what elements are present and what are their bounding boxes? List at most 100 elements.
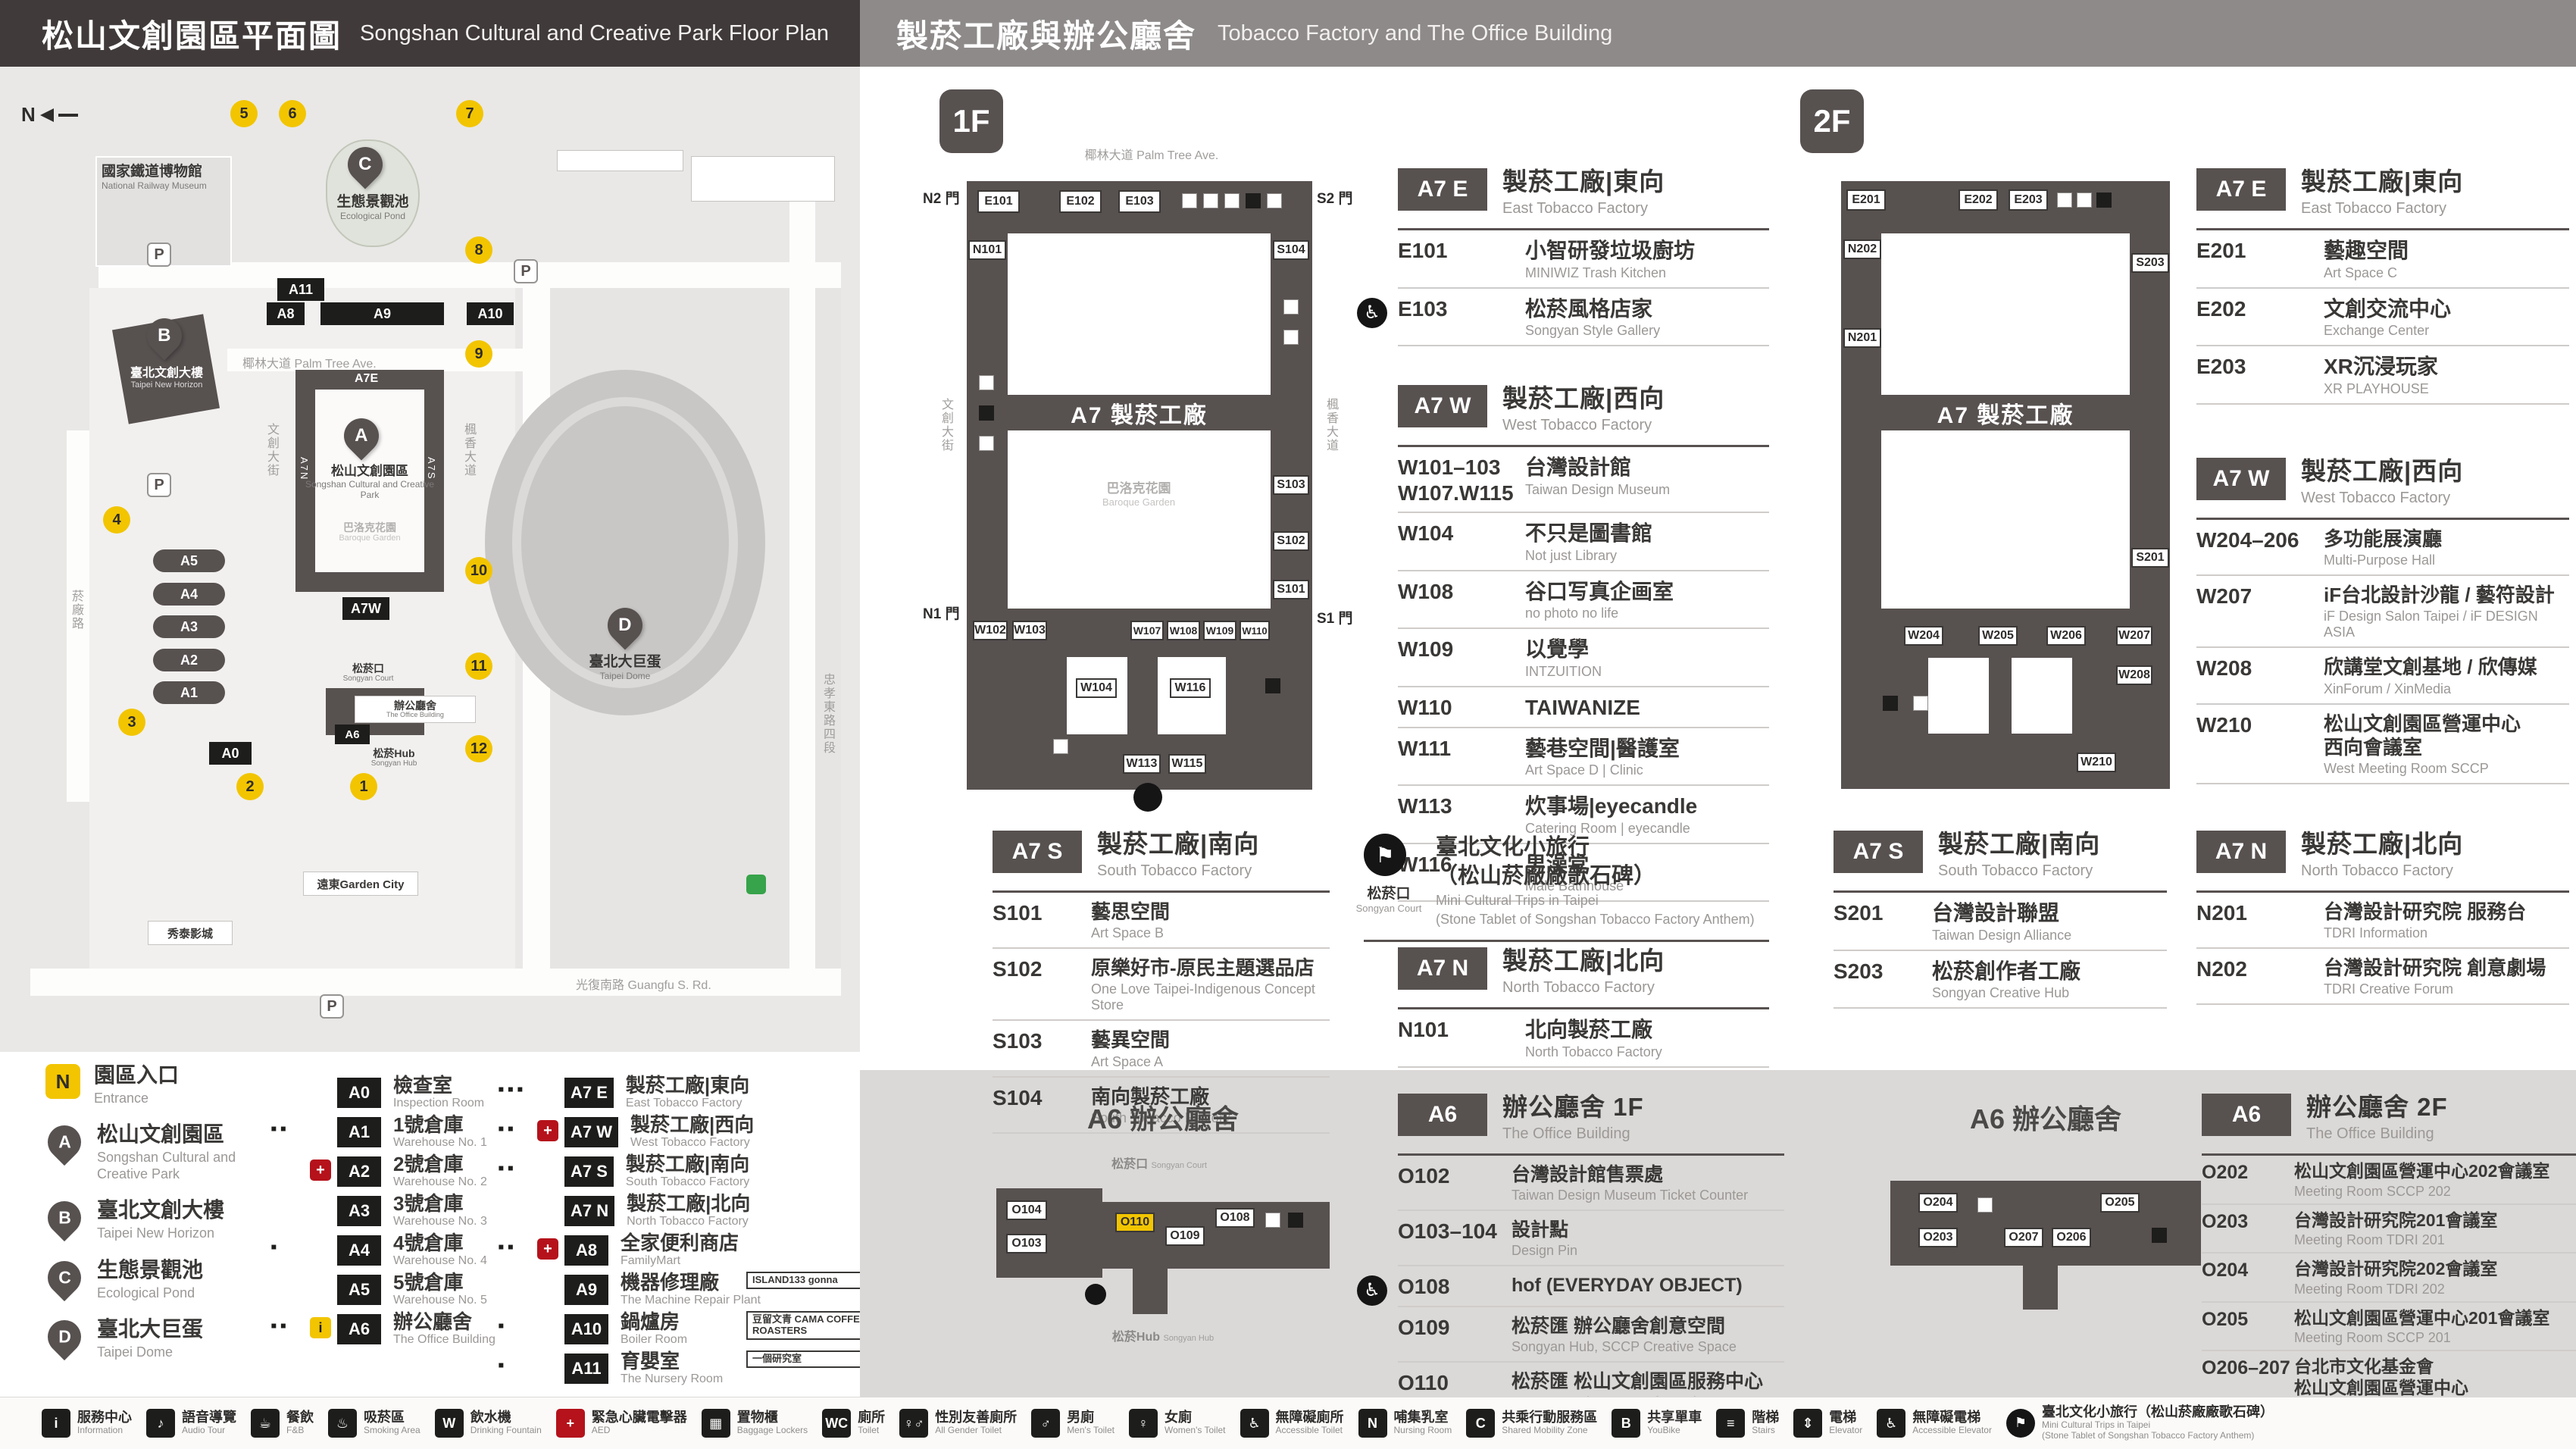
a6-plan-title: A6 辦公廳舍: [1086, 1103, 1240, 1134]
room-s104: S104: [1273, 240, 1309, 260]
gate-n2: N2 門: [923, 191, 960, 207]
map-marker-5: 5: [230, 100, 258, 127]
facility-legend-item: ♿ 無障礙電梯 Accessible Elevator: [1877, 1409, 1992, 1438]
a6-plan-1f: A6 辦公廳舍 松菸口 Songyan Court O104 O103 O110…: [985, 1090, 1341, 1389]
facility-icon: WC: [822, 1409, 852, 1438]
facility-icon: [1224, 193, 1240, 208]
facility-icons: ▪▪: [270, 1119, 290, 1139]
a7n-badge: A7 N: [2196, 831, 2286, 873]
facility-label: 語音導覽 Audio Tour: [182, 1410, 236, 1435]
plan-street-right: 楓香大道: [1324, 398, 1337, 452]
park-map: N 國家鐵道博物館 National Railway Museum C 生態景觀…: [0, 67, 860, 1052]
room-e103: E103: [1118, 190, 1161, 213]
facility-legend-item: N 哺集乳室 Nursing Room: [1358, 1409, 1452, 1438]
a7-center-band: A7 製菸工廠: [1881, 395, 2130, 430]
floor-plan-1f: 椰林大道 Palm Tree Ave. A7 製菸工廠 巴洛克花園 Baroqu…: [923, 148, 1353, 815]
facility-icon: ♀: [1128, 1409, 1158, 1438]
street-zhongxiao: 忠孝東路四段: [821, 673, 834, 755]
room-code: W210: [2196, 712, 2252, 737]
room-w104: W104: [1076, 678, 1117, 698]
facility-icon: ▦: [701, 1409, 730, 1438]
room-code: S203: [1834, 959, 1884, 983]
facility-label: 共乘行動服務區 Shared Mobility Zone: [1502, 1410, 1598, 1435]
facility-legend-item: ♪ 語音導覽 Audio Tour: [146, 1409, 236, 1438]
facility-icons: ▪▪: [270, 1316, 290, 1336]
accessible-icon: ♿: [1357, 1275, 1387, 1306]
gate-n1: N1 門: [923, 606, 960, 622]
pin-d-icon: D: [40, 1313, 89, 1361]
a7e-label: A7E: [355, 372, 379, 385]
facility-icon: [1267, 193, 1282, 208]
pin-a-icon: A: [40, 1119, 89, 1166]
room-w206: W206: [2046, 626, 2086, 646]
accessible-icon: ♿: [1357, 297, 1387, 328]
info-icon: i: [310, 1317, 331, 1338]
room-code: O110: [1398, 1370, 1449, 1394]
facility-icon: [1913, 696, 1928, 711]
divider: [2202, 1153, 2576, 1156]
facility-legend-item: ☕ 餐飲 F&B: [251, 1409, 314, 1438]
street-cultural: 文創大街: [265, 423, 278, 477]
room-code: E103: [1398, 296, 1448, 321]
room-code: W110: [1398, 695, 1452, 719]
room-o110: O110: [1115, 1213, 1155, 1232]
elevator-icon: [979, 405, 994, 421]
right-header: 製菸工廠與辦公廳舍 Tobacco Factory and The Office…: [860, 0, 2576, 67]
facility-icon: [2077, 192, 2092, 208]
divider: [993, 890, 1330, 893]
building-badge: A7 E: [564, 1078, 614, 1108]
building-badge: A1: [337, 1117, 381, 1147]
room-code: N201: [2196, 900, 2247, 925]
building-a1: A1: [153, 681, 225, 704]
building-badge: A4: [337, 1235, 381, 1266]
youbike-icon: [746, 875, 766, 894]
room-name: TAIWANIZE: [1525, 695, 1640, 719]
facility-icons: ▪▪: [498, 1119, 517, 1139]
facility-legend-item: ▦ 置物櫃 Baggage Lockers: [701, 1409, 808, 1438]
room-e203: E203: [2009, 189, 2048, 211]
a7s-label: A7S: [426, 457, 437, 480]
facility-icon: ♨: [328, 1409, 357, 1438]
room-code: W108: [1398, 579, 1454, 603]
building-a9: A9: [320, 302, 444, 325]
room-n101: N101: [968, 240, 1006, 260]
parking-icon: P: [147, 473, 171, 497]
street-guangfu: 光復南路 Guangfu S. Rd.: [576, 979, 711, 992]
room-w109: W109: [1203, 621, 1236, 640]
facility-label: 性別友善廁所 All Gender Toilet: [935, 1410, 1018, 1435]
room-code: O102: [1398, 1163, 1450, 1188]
court-caption: 松菸口 Songyan Court: [1111, 1158, 1207, 1171]
street-maple: 楓香大道: [462, 423, 475, 477]
room-o205: O205: [2100, 1193, 2140, 1213]
facility-icon: [1265, 1213, 1280, 1228]
building-a4: A4: [153, 583, 225, 606]
